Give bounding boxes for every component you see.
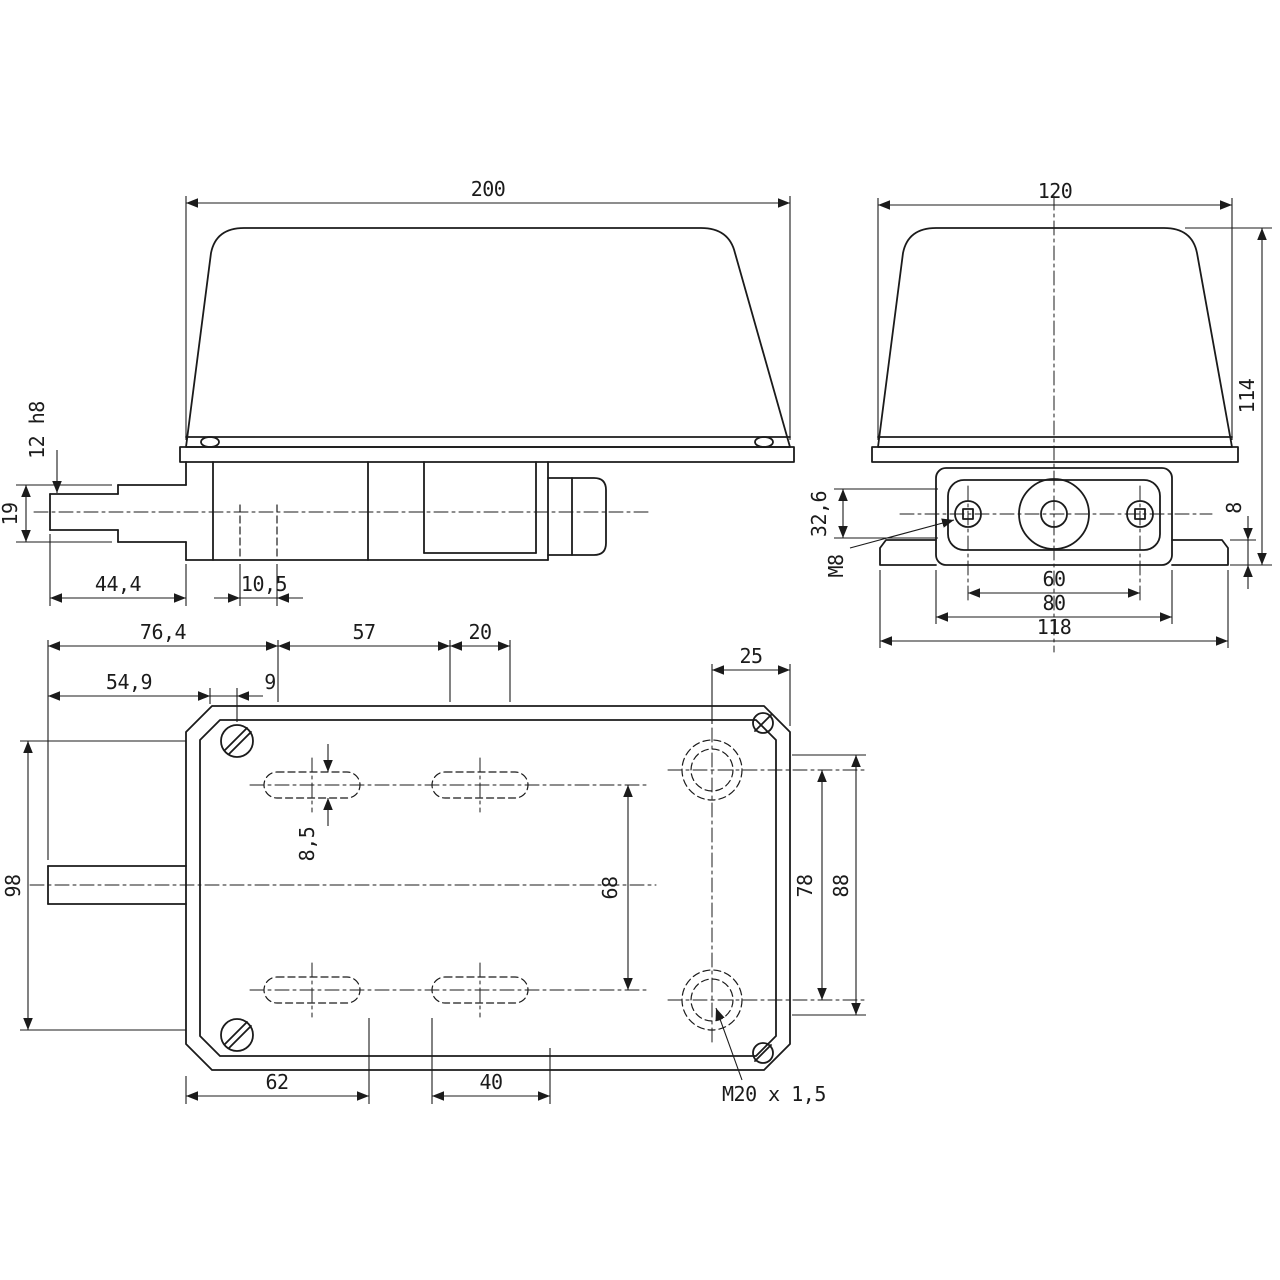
dim-front-hole-offset: 10,5 [241, 572, 287, 596]
dim-plan-chain-b: 57 [352, 620, 375, 644]
dim-plan-offset-b: 9 [264, 670, 276, 694]
plan-screw-bottom-right-slot [754, 1044, 772, 1062]
dim-side-center-offset: 32,6 [807, 491, 831, 537]
plan-view [29, 705, 867, 1071]
dim-plan-slot-height: 8,5 [295, 827, 319, 862]
dim-side-foot-height: 8 [1222, 502, 1246, 514]
plan-inner-outline [199, 719, 777, 1057]
plan-outer-outline [185, 705, 791, 1071]
side-foot-right [1171, 539, 1229, 566]
front-view [33, 227, 795, 561]
dim-side-body-width: 80 [1042, 591, 1065, 615]
front-rim-screw-right [754, 436, 774, 448]
front-cover-outline [185, 227, 791, 448]
plan-slot-bottom-left [263, 976, 361, 1004]
front-view-dimensions: 200 12 h8 19 44,4 10,5 [0, 177, 791, 606]
dim-side-thread: M8 [824, 554, 848, 577]
dim-plan-chain-a: 76,4 [140, 620, 187, 644]
dim-plan-offset-a: 54,9 [106, 670, 152, 694]
dim-plan-height: 98 [1, 874, 25, 897]
plan-screw-bottom-left-slot [224, 1021, 248, 1045]
dim-side-flange-width: 118 [1037, 615, 1072, 639]
dim-plan-slot-a: 62 [265, 1070, 288, 1094]
side-view-dimensions: 120 114 32,6 M8 8 60 80 118 [807, 179, 1272, 648]
dim-side-hole-spacing: 60 [1042, 567, 1065, 591]
plan-screw-top-left-slot2 [228, 731, 252, 755]
plan-screw-top-right-slot [754, 714, 772, 732]
side-cover-rim [871, 446, 1239, 463]
dim-front-width: 200 [471, 177, 506, 201]
front-boss [547, 477, 607, 556]
side-cover-outline [877, 227, 1233, 448]
dim-plan-slot-b: 40 [479, 1070, 502, 1094]
plan-slot-bottom-right [431, 976, 529, 1004]
dim-front-shaft-length: 44,4 [95, 572, 142, 596]
dim-side-width: 120 [1038, 179, 1073, 203]
side-view [871, 195, 1239, 653]
dim-plan-chain-c: 20 [468, 620, 491, 644]
dim-plan-slot-row-spacing: 68 [598, 876, 622, 899]
front-rim-screw-left [200, 436, 220, 448]
dim-side-height: 114 [1235, 378, 1259, 413]
dim-plan-gland-thread: M20 x 1,5 [722, 1082, 826, 1106]
side-foot-left [879, 539, 937, 566]
plan-screw-top-right [752, 712, 774, 734]
dim-front-shaft-diameter: 12 h8 [25, 401, 49, 459]
dim-front-shaft-height: 19 [0, 502, 22, 525]
front-cover-rim [179, 446, 795, 463]
plan-screw-bottom-left-slot2 [228, 1025, 252, 1049]
dim-plan-edge-spacing: 88 [829, 874, 853, 897]
plan-screw-bottom-left [220, 1018, 254, 1052]
plan-slot-top-right [431, 771, 529, 799]
plan-slot-top-left [263, 771, 361, 799]
plan-screw-top-left [220, 724, 254, 758]
dim-plan-gland-edge: 25 [739, 644, 762, 668]
dim-plan-gland-spacing: 78 [793, 874, 817, 897]
plan-view-dimensions: 76,4 57 20 25 54,9 9 98 8,5 68 78 [1, 620, 866, 1106]
plan-screw-bottom-right [752, 1042, 774, 1064]
plan-screw-top-left-slot [224, 727, 248, 751]
